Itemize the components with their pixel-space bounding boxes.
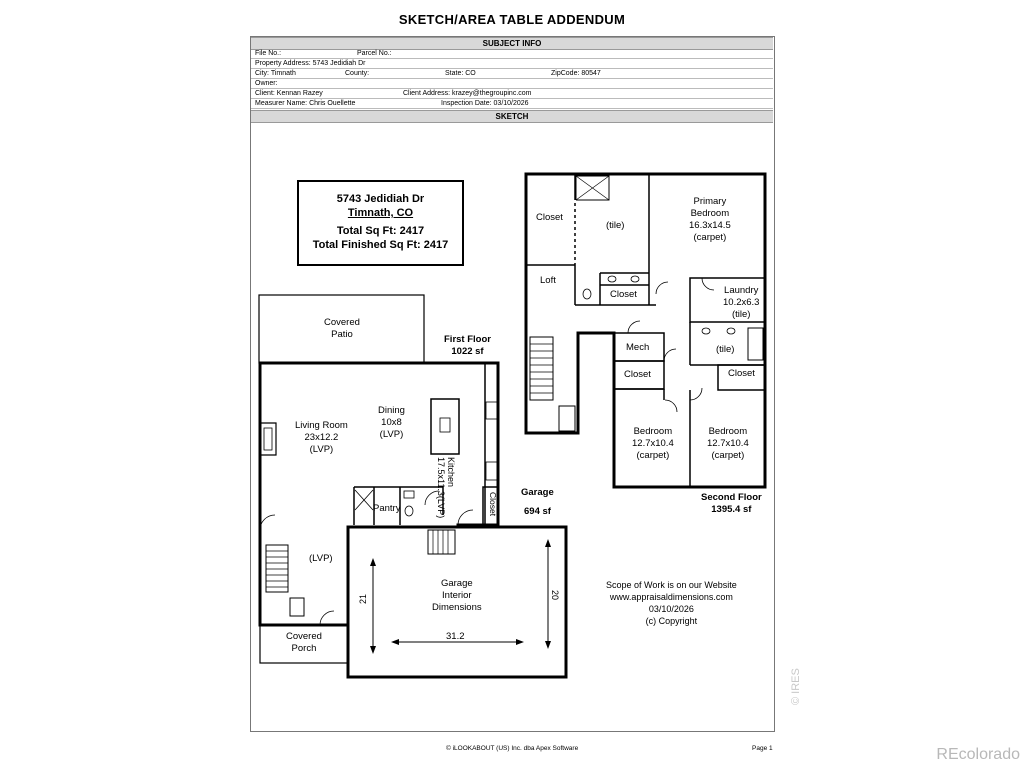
living-room-label: Living Room 23x12.2 (LVP) (295, 420, 348, 456)
footer-page-number: Page 1 (752, 745, 773, 752)
scope-line1: Scope of Work is on our Website (606, 580, 737, 590)
kitchen-name: Kitchen (446, 457, 456, 488)
first-floor-area: 1022 sf (451, 346, 484, 357)
dining-dim: 10x8 (381, 417, 402, 428)
primary-closet-label: Closet (610, 289, 637, 300)
scope-of-work-note: Scope of Work is on our Website www.appr… (606, 579, 737, 627)
garage-interior-line3: Dimensions (432, 602, 482, 613)
laundry-name: Laundry (724, 285, 759, 296)
covered-porch-line2: Porch (291, 643, 317, 654)
measurer-name: Measurer Name: Chris Ouellette (255, 100, 356, 107)
garage-interior-line2: Interior (442, 590, 472, 601)
parcel-no-label: Parcel No.: (357, 50, 392, 57)
first-floor-title: First Floor (444, 334, 491, 345)
primary-bedroom-floor: (carpet) (693, 232, 727, 243)
info-row-file: File No.: Parcel No.: (251, 49, 773, 59)
mech-label: Mech (626, 342, 650, 353)
client: Client: Kennan Razey (255, 90, 323, 97)
garage-width-dim: 31.2 (446, 631, 465, 642)
recolorado-watermark: REcolorado (936, 746, 1020, 763)
first-floor-closet-label: Closet (488, 492, 498, 517)
bedroom2-dim: 12.7x10.4 (707, 438, 749, 449)
info-row-client: Client: Kennan Razey Client Address: kra… (251, 89, 773, 99)
garage-left-depth: 21 (358, 593, 368, 604)
dining-name: Dining (378, 405, 405, 416)
second-floor-title: Second Floor (701, 492, 762, 503)
owner: Owner: (255, 80, 278, 87)
bedroom1-label: Bedroom 12.7x10.4 (carpet) (632, 426, 674, 462)
garage-right-depth: 20 (550, 590, 560, 601)
primary-bedroom-line1: Primary (693, 196, 727, 207)
garage-area: 694 sf (524, 506, 551, 517)
total-finished-sqft: Total Finished Sq Ft: 2417 (312, 239, 449, 251)
scope-copyright: (c) Copyright (645, 616, 698, 626)
dining-floor: (LVP) (379, 429, 404, 440)
laundry-label: Laundry 10.2x6.3 (tile) (723, 285, 759, 321)
dining-label: Dining 10x8 (LVP) (378, 405, 405, 441)
primary-bedroom-dim: 16.3x14.5 (689, 220, 731, 231)
garage-interior-line1: Garage (440, 578, 473, 589)
scope-date: 03/10/2026 (648, 604, 694, 614)
laundry-floor: (tile) (731, 309, 751, 320)
file-no-label: File No.: (255, 50, 282, 57)
property-address: Property Address: 5743 Jedidiah Dr (255, 60, 366, 67)
bedroom2-floor: (carpet) (711, 450, 745, 461)
bedroom1-closet-label: Closet (624, 369, 651, 380)
address-line-1: 5743 Jedidiah Dr (336, 193, 425, 205)
address-box: 5743 Jedidiah Dr Timnath, CO Total Sq Ft… (297, 180, 464, 266)
stair-area-lvp-label: (LVP) (309, 553, 333, 564)
zipcode: ZipCode: 80547 (551, 70, 601, 77)
footer-copyright: © iLOOKABOUT (US) Inc. dba Apex Software (446, 745, 579, 752)
covered-porch-line1: Covered (286, 631, 322, 642)
closet-top-left-label: Closet (536, 212, 563, 223)
bedroom1-name: Bedroom (633, 426, 673, 437)
scope-website-link[interactable]: www.appraisaldimensions.com (609, 592, 733, 602)
living-room-dim: 23x12.2 (304, 432, 339, 443)
kitchen-label: Kitchen 17.5x11.3(LVP) (436, 457, 456, 518)
living-room-floor: (LVP) (309, 444, 334, 455)
bedroom2-label: Bedroom 12.7x10.4 (carpet) (707, 426, 749, 462)
covered-patio-label: Covered Patio (324, 317, 360, 341)
total-sqft: Total Sq Ft: 2417 (336, 225, 425, 237)
covered-patio-line2: Patio (331, 329, 353, 340)
page-title: SKETCH/AREA TABLE ADDENDUM (398, 12, 626, 27)
second-floor-area: 1395.4 sf (711, 504, 752, 515)
state: State: CO (445, 70, 476, 77)
second-floor-label: Second Floor 1395.4 sf (701, 492, 762, 516)
bedroom2-name: Bedroom (708, 426, 748, 437)
client-address: Client Address: krazey@thegroupinc.com (403, 90, 532, 97)
sketch-header: SKETCH (251, 110, 773, 123)
primary-bath-tile-label: (tile) (606, 220, 625, 231)
living-room-name: Living Room (295, 420, 348, 431)
primary-bedroom-label: Primary Bedroom 16.3x14.5 (carpet) (689, 196, 731, 244)
covered-patio-line1: Covered (324, 317, 360, 328)
garage-interior-label: Garage Interior Dimensions (432, 578, 482, 614)
bedroom2-closet-label: Closet (728, 368, 755, 379)
info-row-owner: Owner: (251, 79, 773, 89)
ires-watermark: © IRES (790, 668, 802, 705)
pantry-label: Pantry (373, 503, 401, 514)
address-line-2: Timnath, CO (347, 207, 414, 219)
laundry-dim: 10.2x6.3 (723, 297, 760, 308)
hall-bath-tile-label: (tile) (716, 344, 735, 355)
info-row-address: Property Address: 5743 Jedidiah Dr (251, 59, 773, 69)
kitchen-dim: 17.5x11.3(LVP) (436, 457, 446, 519)
primary-bedroom-line2: Bedroom (690, 208, 730, 219)
county: County: (345, 70, 370, 77)
bedroom1-dim: 12.7x10.4 (632, 438, 674, 449)
loft-label: Loft (540, 275, 556, 286)
covered-porch-label: Covered Porch (286, 631, 322, 655)
bedroom1-floor: (carpet) (636, 450, 670, 461)
garage-title: Garage (521, 487, 554, 498)
info-row-measurer: Measurer Name: Chris Ouellette Inspectio… (251, 99, 773, 109)
info-row-city: City: Timnath County: State: CO ZipCode:… (251, 69, 773, 79)
subject-info-header: SUBJECT INFO (251, 37, 773, 50)
first-floor-label: First Floor 1022 sf (444, 334, 491, 358)
inspection-date: Inspection Date: 03/10/2026 (441, 100, 529, 107)
city: City: Timnath (255, 70, 296, 77)
addendum-frame (250, 36, 775, 732)
